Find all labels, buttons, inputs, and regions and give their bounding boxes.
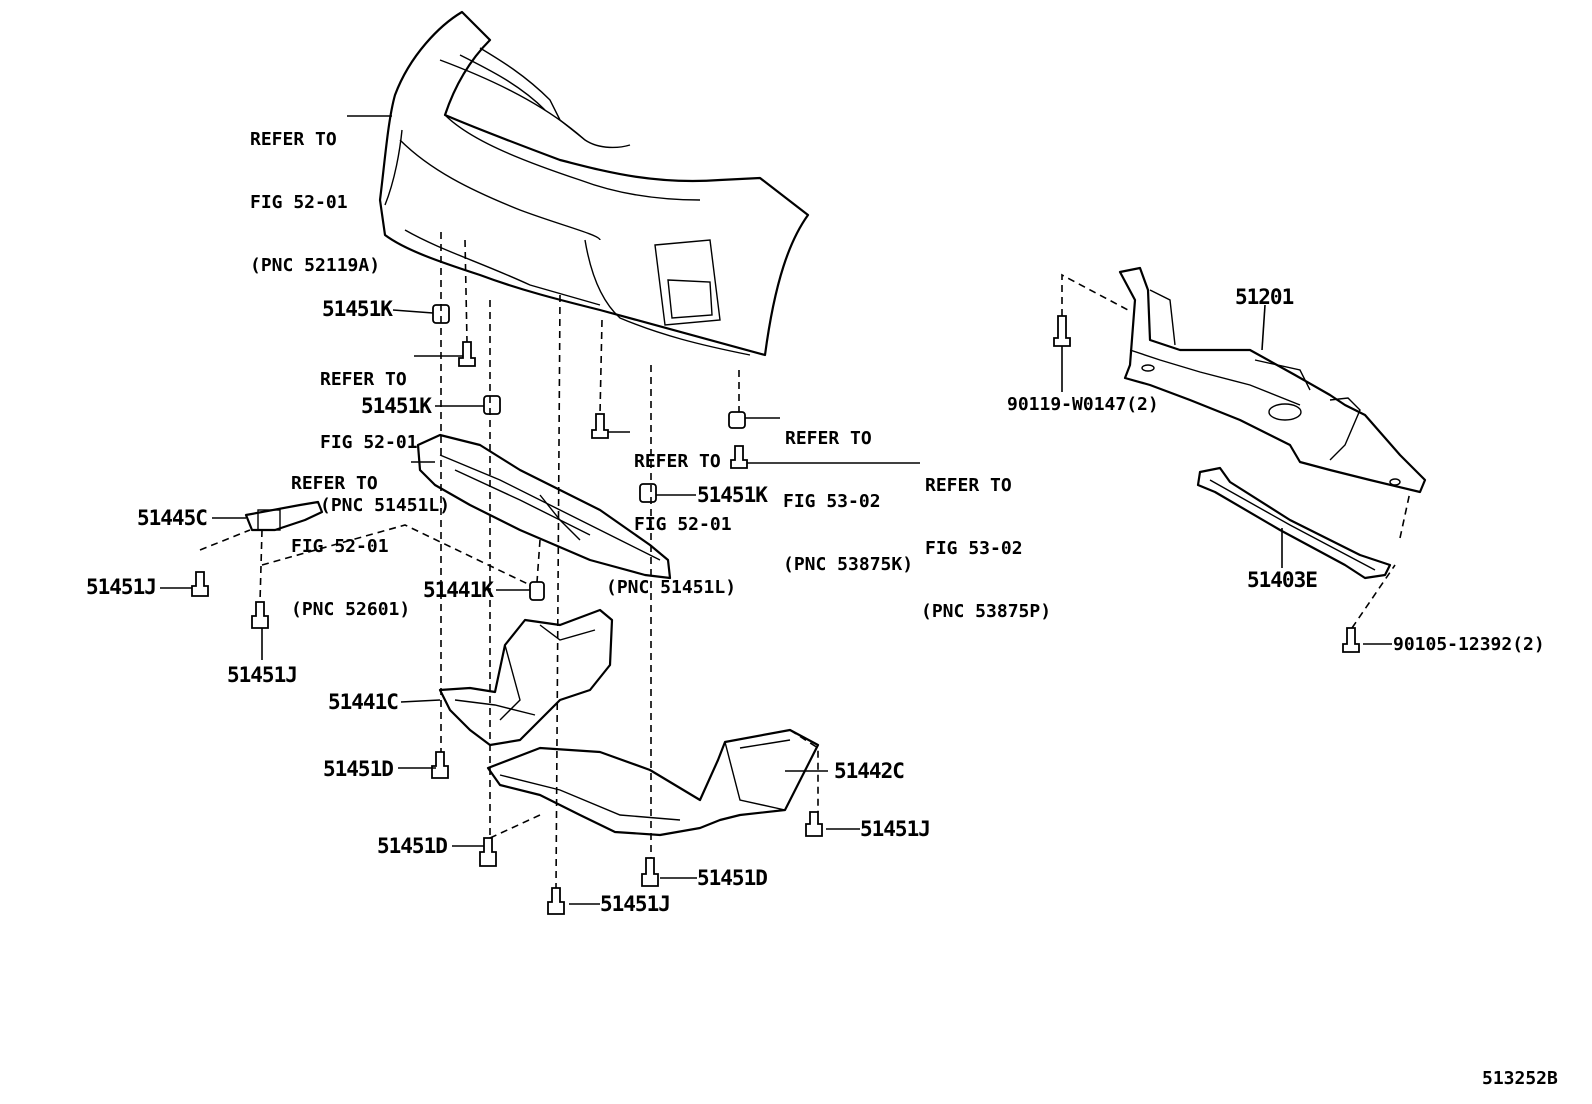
ref-52601: REFER TO FIG 52-01 (PNC 52601) — [291, 431, 410, 641]
part-label-51451d: 51451D — [323, 757, 394, 781]
part-label-51445c: 51445C — [137, 506, 208, 530]
part-label-51451k: 51451K — [322, 297, 393, 321]
ref-line: FIG 52-01 — [250, 192, 348, 213]
ref-line: (PNC 52119A) — [250, 255, 381, 276]
upper-cover — [416, 433, 672, 580]
part-label-51451j: 51451J — [227, 663, 298, 687]
ref-line: REFER TO — [634, 451, 721, 472]
fasteners — [191, 304, 1360, 915]
ref-line: REFER TO — [320, 369, 407, 390]
ref-line: REFER TO — [925, 475, 1012, 496]
ref-line: (PNC 53875P) — [921, 601, 1052, 622]
part-label-51451j: 51451J — [600, 892, 671, 916]
ref-53875p: REFER TO FIG 53-02 (PNC 53875P) — [921, 433, 1051, 643]
part-label-51451k: 51451K — [697, 483, 768, 507]
diagram-code: 513252B — [1482, 1068, 1558, 1089]
ref-line: REFER TO — [785, 428, 872, 449]
part-label-90105: 90105-12392(2) — [1393, 634, 1545, 655]
part-label-51403e: 51403E — [1247, 568, 1318, 592]
ref-51451l-center: REFER TO FIG 52-01 (PNC 51451L) — [606, 409, 736, 619]
alignment-lines — [199, 232, 1411, 889]
part-label-90119: 90119-W0147(2) — [1007, 394, 1159, 415]
ref-line: FIG 52-01 — [291, 536, 389, 557]
ref-52119a: REFER TO FIG 52-01 (PNC 52119A) — [250, 87, 380, 297]
part-label-51451j: 51451J — [86, 575, 157, 599]
lower-cover-right — [486, 728, 820, 837]
part-label-51441c: 51441C — [328, 690, 399, 714]
bracket — [244, 500, 324, 532]
bumper-cover — [378, 10, 810, 357]
part-label-51451d: 51451D — [377, 834, 448, 858]
part-label-51442c: 51442C — [834, 759, 905, 783]
ref-line: FIG 52-01 — [320, 432, 418, 453]
ref-53875k: REFER TO FIG 53-02 (PNC 53875K) — [783, 386, 913, 596]
part-label-51451k: 51451K — [361, 394, 432, 418]
part-label-51441k: 51441K — [423, 578, 494, 602]
lower-cover-left — [438, 608, 614, 747]
part-label-51451d: 51451D — [697, 866, 768, 890]
ref-51451l-left: REFER TO FIG 52-01 (PNC 51451L) — [320, 327, 450, 537]
brace — [1196, 466, 1392, 580]
ref-line: (PNC 52601) — [291, 599, 411, 620]
ref-line: REFER TO — [291, 473, 378, 494]
part-label-51201: 51201 — [1235, 285, 1294, 309]
ref-line: FIG 53-02 — [925, 538, 1023, 559]
leader-lines — [160, 115, 1392, 905]
ref-line: (PNC 53875K) — [783, 554, 914, 575]
sub-frame — [1118, 266, 1427, 494]
ref-line: REFER TO — [250, 129, 337, 150]
ref-line: (PNC 51451L) — [606, 577, 737, 598]
ref-line: (PNC 51451L) — [320, 495, 451, 516]
ref-line: FIG 52-01 — [634, 514, 732, 535]
ref-line: FIG 53-02 — [783, 491, 881, 512]
part-label-51451j: 51451J — [860, 817, 931, 841]
